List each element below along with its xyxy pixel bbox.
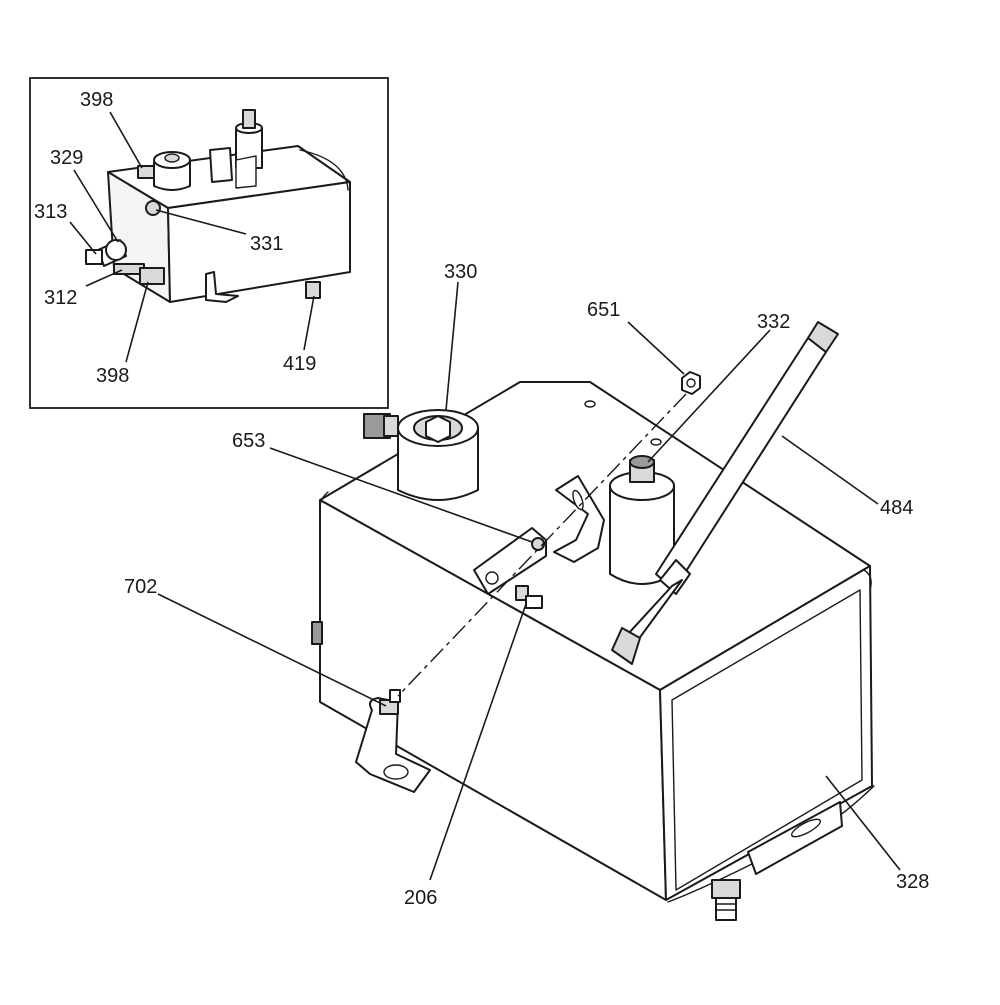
- callout-419: 419: [283, 353, 316, 375]
- callout-328: 328: [896, 871, 929, 893]
- callout-398-top: 398: [80, 89, 113, 111]
- callout-484: 484: [880, 497, 913, 519]
- callout-329: 329: [50, 147, 83, 169]
- inset-fittings: [85, 165, 321, 303]
- inset-filler-neck: [153, 151, 191, 191]
- callout-331: 331: [250, 233, 283, 255]
- level-sender: [609, 455, 675, 585]
- callout-651: 651: [587, 299, 620, 321]
- callout-206: 206: [404, 887, 437, 909]
- fitting-206: [515, 585, 543, 609]
- filler-neck: [363, 409, 479, 501]
- inset-view: 398 329 313 331 312 398 419: [29, 77, 389, 409]
- bracket-653: [473, 527, 547, 595]
- callout-332: 332: [757, 311, 790, 333]
- reservoir-tank: [311, 381, 875, 903]
- inset-sender-unit: [209, 109, 263, 189]
- gas-strut: [611, 321, 839, 665]
- drain-fitting: [711, 879, 741, 921]
- callout-330: 330: [444, 261, 477, 283]
- bracket-702: [355, 689, 431, 793]
- callout-653: 653: [232, 430, 265, 452]
- callout-398-bottom: 398: [96, 365, 129, 387]
- inset-leaders: [69, 111, 315, 363]
- callout-312: 312: [44, 287, 77, 309]
- inset-callout-labels: 398 329 313 331 312 398 419: [34, 89, 316, 387]
- main-callout-labels: 330 651 332 653 484 702 206 328: [124, 261, 929, 909]
- callout-702: 702: [124, 576, 157, 598]
- main-leaders: [157, 281, 901, 881]
- assembly-centerline: [397, 393, 687, 697]
- nut-651: [681, 371, 701, 395]
- callout-313: 313: [34, 201, 67, 223]
